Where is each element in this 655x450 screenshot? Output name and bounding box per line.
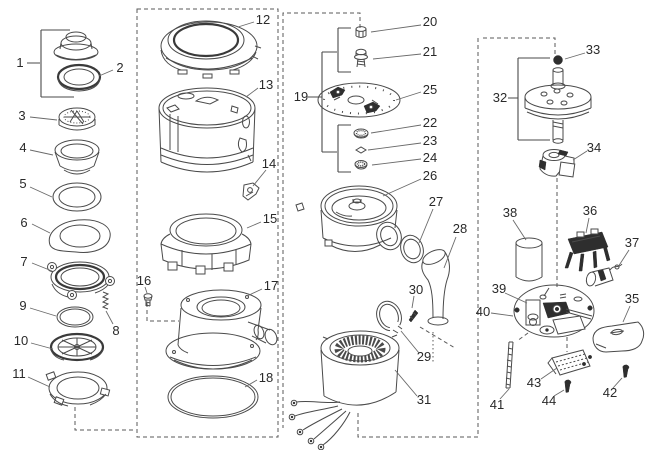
part-28-discharge-elbow	[421, 249, 450, 326]
part-15-collar	[160, 213, 252, 275]
callout-labels: 1 2 3 4 5 6 7 8 9 10 11 12 13 14 15 16 1…	[12, 12, 639, 412]
part-38-capacitor	[515, 237, 543, 282]
part-label-5: 5	[19, 176, 26, 191]
part-label-10: 10	[14, 333, 28, 348]
part-17-lower-housing	[165, 289, 278, 370]
part-12-top-cover	[160, 20, 262, 79]
part-23-key	[355, 146, 367, 154]
part-label-38: 38	[503, 205, 517, 220]
part-24-flange-nut	[354, 160, 368, 170]
part-label-15: 15	[263, 211, 277, 226]
assembly-axis-connectors	[74, 303, 568, 431]
part-label-33: 33	[586, 42, 600, 57]
part-label-37: 37	[625, 235, 639, 250]
part-label-13: 13	[259, 77, 273, 92]
part-label-17: 17	[264, 278, 278, 293]
part-16-screw	[143, 293, 153, 307]
part-label-42: 42	[603, 385, 617, 400]
bracket-part-1	[27, 29, 74, 98]
part-label-8: 8	[112, 323, 119, 338]
part-33-bearing-ball	[553, 55, 563, 65]
part-label-28: 28	[453, 221, 467, 236]
part-label-20: 20	[423, 14, 437, 29]
part-27-discharge-gasket	[400, 234, 424, 264]
part-label-39: 39	[492, 281, 506, 296]
part-8-spring	[101, 291, 110, 310]
part-label-19: 19	[294, 89, 308, 104]
part-9-ring-gasket	[56, 306, 94, 328]
part-41-through-bolt	[505, 341, 514, 389]
part-label-7: 7	[20, 254, 27, 269]
part-label-11: 11	[12, 366, 26, 381]
part-label-36: 36	[583, 203, 597, 218]
part-35-cover-plate	[592, 321, 645, 353]
part-label-14: 14	[262, 156, 276, 171]
part-32-bracket	[508, 57, 550, 141]
part-label-27: 27	[429, 194, 443, 209]
part-label-16: 16	[137, 273, 151, 288]
part-20-nut	[355, 26, 367, 38]
part-label-24: 24	[423, 150, 437, 165]
part-label-29: 29	[417, 349, 431, 364]
part-29-clamp-ring	[376, 300, 403, 334]
part-31-motor-stator	[288, 330, 400, 450]
part-13-upper-housing	[158, 87, 256, 173]
part-label-22: 22	[423, 115, 437, 130]
part-43-terminal-plate	[547, 349, 592, 376]
part-label-44: 44	[542, 393, 556, 408]
part-14-clip	[242, 182, 260, 201]
part-label-4: 4	[19, 140, 26, 155]
part-6-mounting-gasket	[48, 219, 111, 253]
part-34-bearing-holder	[538, 149, 576, 178]
part-42-screw	[622, 364, 630, 378]
part-label-18: 18	[259, 370, 273, 385]
part-label-43: 43	[527, 375, 541, 390]
part-36-start-switch	[564, 228, 611, 272]
part-30-clamp-screw	[408, 309, 419, 323]
part-4-sink-flange	[54, 139, 100, 175]
part-label-35: 35	[625, 291, 639, 306]
part-label-3: 3	[18, 108, 25, 123]
part-label-25: 25	[423, 82, 437, 97]
part-22-washer	[353, 128, 369, 139]
part-37-overload-protector	[585, 263, 623, 287]
part-label-32: 32	[493, 90, 507, 105]
part-7-mounting-ring	[47, 261, 115, 300]
part-5-flange-gasket	[52, 182, 102, 212]
part-label-26: 26	[423, 168, 437, 183]
part-32-rotor-assembly	[524, 67, 592, 144]
part-18-o-ring	[167, 375, 259, 419]
group-box-column2	[136, 8, 279, 438]
group-box-column3	[282, 12, 479, 438]
group-box-column4	[483, 37, 558, 287]
part-21-bolt	[354, 48, 368, 68]
part-26-grind-chamber	[295, 185, 402, 252]
part-1-stopper	[53, 31, 99, 61]
part-label-34: 34	[587, 140, 601, 155]
part-label-12: 12	[256, 12, 270, 27]
part-label-30: 30	[409, 282, 423, 297]
part-2-stopper-ring	[56, 63, 102, 92]
part-label-31: 31	[417, 392, 431, 407]
part-label-21: 21	[423, 44, 437, 59]
part-label-2: 2	[116, 60, 123, 75]
part-label-41: 41	[490, 397, 504, 412]
part-label-23: 23	[423, 133, 437, 148]
part-3-splash-guard	[58, 107, 96, 131]
bracket-part-19	[308, 27, 351, 173]
part-label-1: 1	[16, 55, 23, 70]
part-label-6: 6	[20, 215, 27, 230]
part-44-screw	[564, 379, 572, 393]
part-25-grind-plate	[317, 82, 401, 118]
part-label-40: 40	[476, 304, 490, 319]
part-10-baffle	[49, 332, 105, 362]
part-39-40-end-bell-assembly	[513, 284, 595, 338]
part-11-lower-mount-ring	[45, 371, 111, 407]
part-label-9: 9	[19, 298, 26, 313]
leader-lines	[27, 21, 631, 400]
